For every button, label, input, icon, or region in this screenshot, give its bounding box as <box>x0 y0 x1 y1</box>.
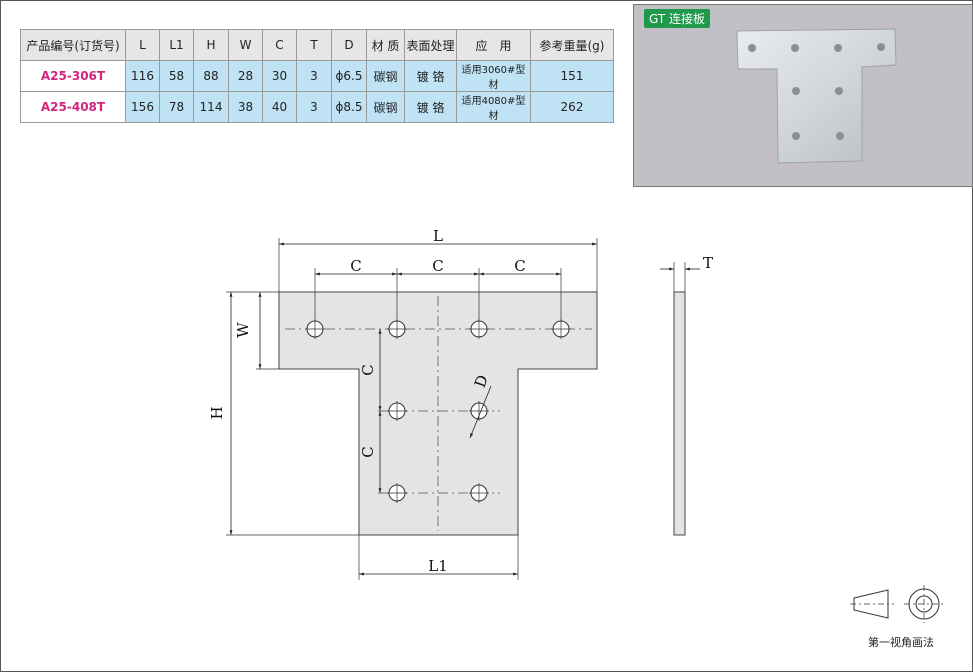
label-C: C <box>514 257 525 275</box>
cell-W: 38 <box>228 91 263 123</box>
header-application: 应 用 <box>456 29 531 61</box>
extension-lines <box>226 238 686 580</box>
first-angle-projection-icon <box>850 585 944 623</box>
cell-T: 3 <box>296 60 332 92</box>
label-C: C <box>432 257 443 275</box>
label-H: H <box>208 406 226 419</box>
table-row: A25-408T 156 78 114 38 40 3 ϕ8.5 碳钢 镀 铬 … <box>20 91 614 123</box>
cell-C: 40 <box>262 91 297 123</box>
cell-D: ϕ6.5 <box>331 60 367 92</box>
cell-L1: 78 <box>159 91 194 123</box>
label-C: C <box>359 446 377 457</box>
cell-surface: 镀 铬 <box>404 60 457 92</box>
cell-weight: 151 <box>530 60 614 92</box>
header-D: D <box>331 29 367 61</box>
model-cell: A25-408T <box>20 91 126 123</box>
cell-application: 适用3060#型材 <box>456 60 531 92</box>
header-W: W <box>228 29 263 61</box>
label-T: T <box>703 254 713 272</box>
header-T: T <box>296 29 332 61</box>
cell-application: 适用4080#型材 <box>456 91 531 123</box>
cell-L: 156 <box>125 91 160 123</box>
spec-table: 产品编号(订货号) L L1 H W C T D 材 质 表面处理 应 用 参考… <box>20 29 614 123</box>
model-cell: A25-306T <box>20 60 126 92</box>
label-C: C <box>359 364 377 375</box>
header-surface: 表面处理 <box>404 29 457 61</box>
label-L: L <box>433 227 443 245</box>
dimension-labels: L C C C W H C C D L1 T <box>208 227 713 575</box>
product-photo: GT 连接板 <box>633 4 973 187</box>
label-L1: L1 <box>428 557 448 575</box>
hole-crosshairs <box>305 319 571 503</box>
cell-material: 碳钢 <box>366 91 405 123</box>
first-angle-projection: 第一视角画法 <box>846 584 956 654</box>
label-W: W <box>234 322 252 338</box>
cell-surface: 镀 铬 <box>404 91 457 123</box>
cell-H: 114 <box>193 91 229 123</box>
cell-weight: 262 <box>530 91 614 123</box>
projection-label: 第一视角画法 <box>868 636 934 649</box>
cell-T: 3 <box>296 91 332 123</box>
cell-C: 30 <box>262 60 297 92</box>
header-C: C <box>262 29 297 61</box>
label-D: D <box>471 373 492 390</box>
header-weight: 参考重量(g) <box>530 29 614 61</box>
cell-L: 116 <box>125 60 160 92</box>
dimension-lines <box>229 242 700 576</box>
side-view-plate <box>673 291 686 536</box>
table-row: A25-306T 116 58 88 28 30 3 ϕ6.5 碳钢 镀 铬 适… <box>20 60 614 92</box>
label-C: C <box>350 257 361 275</box>
cell-H: 88 <box>193 60 229 92</box>
header-material: 材 质 <box>366 29 405 61</box>
t-plate-photo-icon <box>736 28 897 164</box>
photo-label: GT 连接板 <box>644 9 711 28</box>
